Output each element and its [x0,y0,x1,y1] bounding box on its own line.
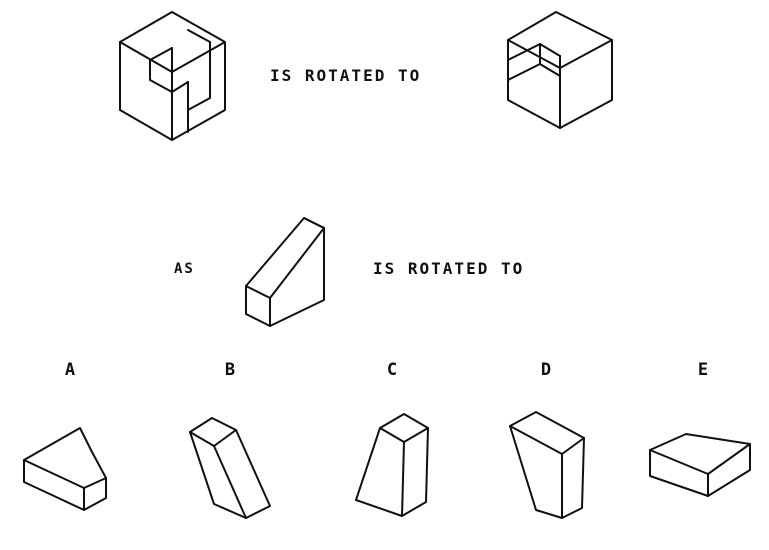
example-relation-label: IS ROTATED TO [270,66,422,85]
option-e-label[interactable]: E [697,360,709,380]
option-d-label[interactable]: D [540,360,552,380]
as-label: AS [174,261,195,277]
option-a-label[interactable]: A [64,360,76,380]
option-b-label[interactable]: B [224,360,236,380]
question-relation-label: IS ROTATED TO [373,259,525,278]
option-c-label[interactable]: C [386,360,398,380]
